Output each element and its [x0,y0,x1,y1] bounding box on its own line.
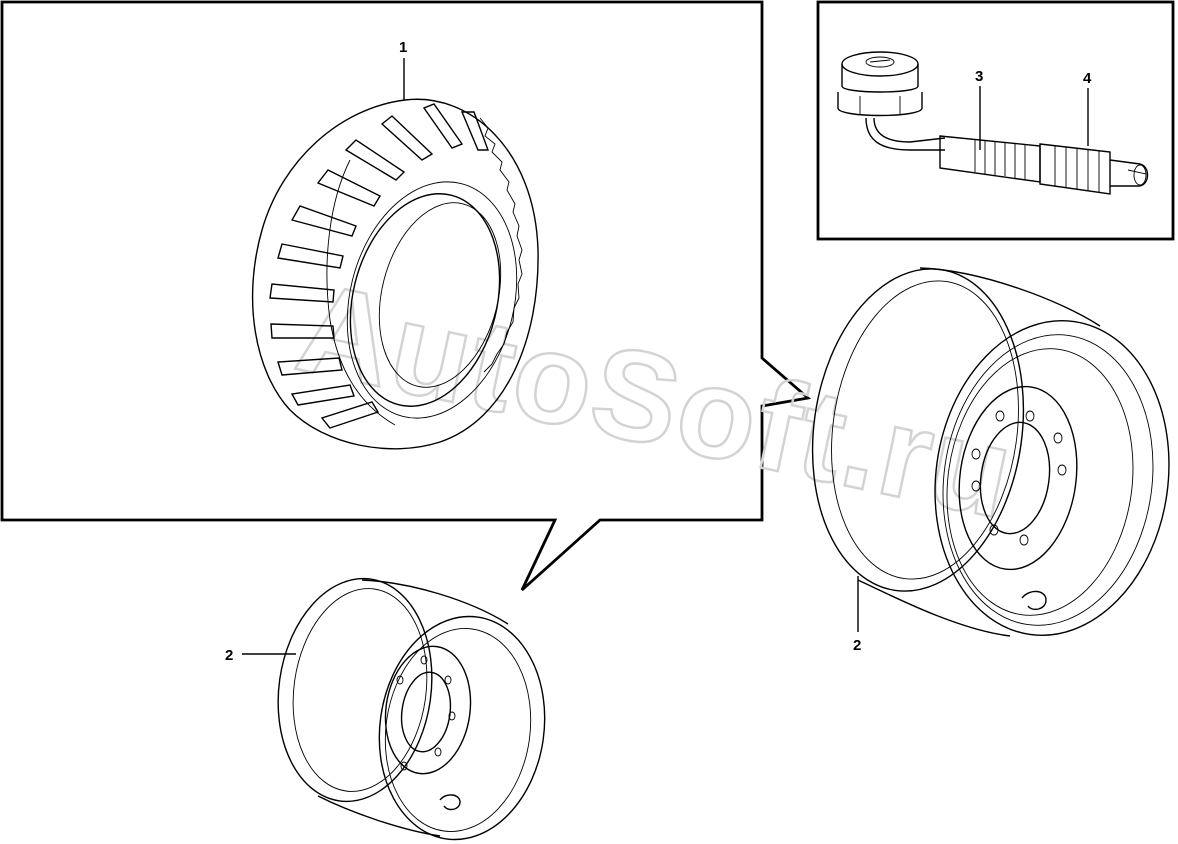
callout-rim-small: 2 [225,647,233,664]
valve-detail-frame [816,0,1175,241]
rim-small-drawing [277,577,546,841]
valve-drawing [837,51,1149,195]
leader-lines [242,58,1089,655]
tire-detail-frame [0,0,812,592]
callout-valve-extension: 3 [975,68,983,85]
callout-tire: 1 [399,39,407,56]
rim-large-drawing [811,267,1170,637]
callout-valve-core: 4 [1083,70,1092,87]
tire-drawing [251,98,539,450]
callout-rim-large: 2 [853,637,861,654]
